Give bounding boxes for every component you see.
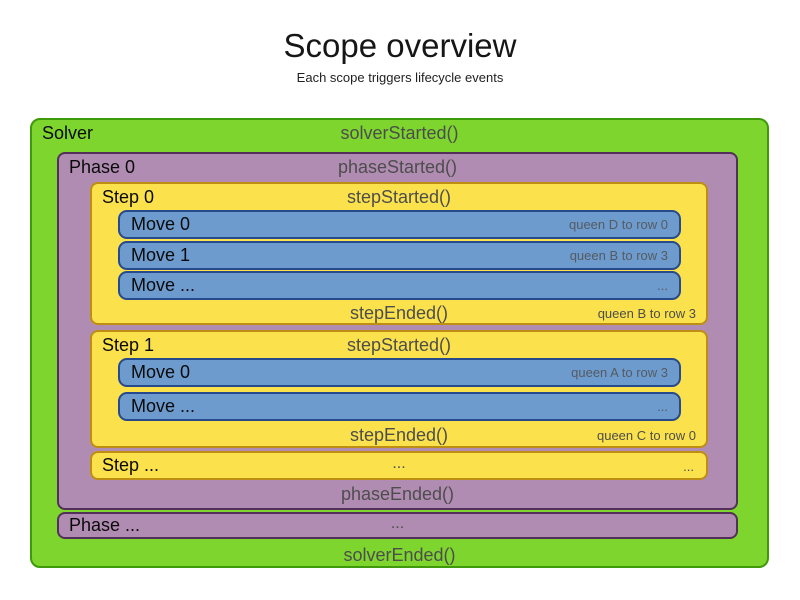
step-ended-event: stepEnded()	[349, 303, 449, 323]
phase-ended-event: phaseEnded()	[340, 484, 455, 504]
step-header: stepStarted() Step 1	[92, 335, 706, 359]
more-phases-label: Phase ...	[69, 515, 141, 535]
step-started-event: stepStarted()	[346, 187, 452, 207]
step-ended-detail: queen B to row 3	[597, 306, 696, 321]
move-label: Move ...	[131, 275, 196, 295]
step-ended-detail: queen C to row 0	[596, 428, 696, 443]
move-label: Move ...	[131, 396, 196, 416]
phase-header: phaseStarted() Phase 0	[59, 157, 736, 181]
step-box-0: stepStarted() Step 0 Move 0 queen D to r…	[90, 182, 708, 325]
page-title: Scope overview	[283, 27, 517, 64]
move-detail: ...	[657, 399, 668, 414]
move-detail: queen B to row 3	[569, 248, 668, 263]
more-phases-center-dots: ...	[390, 515, 405, 532]
more-steps-row: Step ... ... ...	[90, 451, 708, 480]
more-phases-row: Phase ... ...	[57, 512, 738, 539]
solver-started-event: solverStarted()	[340, 123, 459, 143]
move-row: Move ... ...	[118, 271, 681, 300]
phase-label: Phase 0	[69, 157, 136, 177]
step-header: stepStarted() Step 0	[92, 187, 706, 211]
more-steps-center-dots: ...	[392, 455, 406, 472]
solver-label: Solver	[42, 123, 94, 143]
move-detail: queen A to row 3	[571, 365, 668, 380]
move-row: Move 0 queen D to row 0	[118, 210, 681, 239]
phase-started-event: phaseStarted()	[337, 157, 458, 177]
step-started-event: stepStarted()	[346, 335, 452, 355]
more-steps-label: Step ...	[102, 455, 160, 475]
step-ended-row: stepEnded() queen B to row 3	[92, 303, 706, 325]
step-label: Step 1	[102, 335, 155, 355]
phase-box-0: phaseStarted() Phase 0 stepStarted() Ste…	[57, 152, 738, 510]
move-detail: queen D to row 0	[568, 217, 668, 232]
step-box-1: stepStarted() Step 1 Move 0 queen A to r…	[90, 330, 708, 448]
move-row: Move ... ...	[118, 392, 681, 421]
solver-box: solverStarted() Solver phaseStarted() Ph…	[30, 118, 769, 568]
step-ended-event: stepEnded()	[349, 425, 449, 445]
more-steps-right-dots: ...	[683, 459, 694, 474]
step-ended-row: stepEnded() queen C to row 0	[92, 425, 706, 447]
move-label: Move 1	[131, 245, 191, 265]
move-label: Move 0	[131, 214, 191, 234]
move-label: Move 0	[131, 362, 191, 382]
solver-ended-event: solverEnded()	[343, 545, 456, 565]
solver-header: solverStarted() Solver	[32, 123, 767, 147]
move-row: Move 1 queen B to row 3	[118, 241, 681, 270]
move-detail: ...	[657, 278, 668, 293]
move-row: Move 0 queen A to row 3	[118, 358, 681, 387]
page-subtitle: Each scope triggers lifecycle events	[296, 70, 504, 85]
step-label: Step 0	[102, 187, 155, 207]
